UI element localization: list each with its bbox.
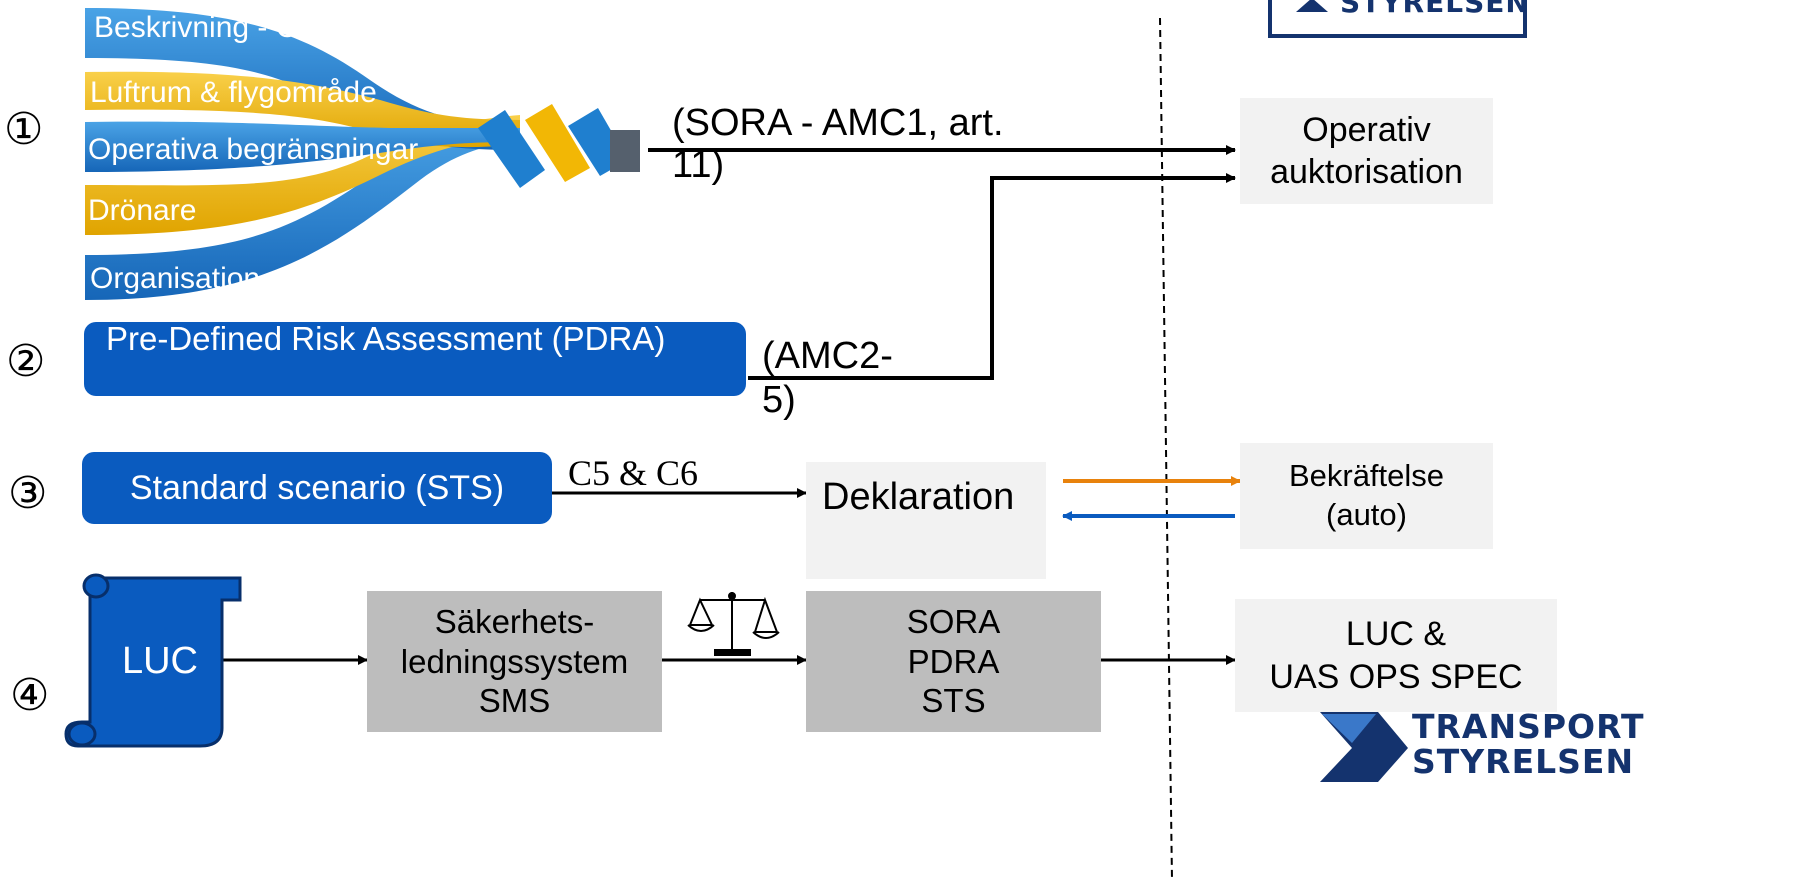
row-marker-2: ② xyxy=(6,336,46,387)
edge-label-c5c6: C5 & C6 xyxy=(568,453,699,493)
row-marker-3: ③ xyxy=(8,468,48,519)
strand-end xyxy=(610,130,640,172)
luc-spec-line2: UAS OPS SPEC xyxy=(1269,657,1523,696)
operativ-auktorisation-label: Operativ auktorisation xyxy=(1270,110,1463,192)
balance-scale-icon xyxy=(687,592,780,656)
top-logo-frame xyxy=(1268,0,1527,38)
strand-label-operativa: Operativa begränsningar xyxy=(88,133,419,166)
logo-line2: STYRELSEN xyxy=(1412,741,1635,781)
sms-box: Säkerhets- ledningssystem SMS xyxy=(367,591,662,732)
deklaration-label: Deklaration xyxy=(822,476,1015,518)
strand-label-luftrum: Luftrum & flygområde xyxy=(90,76,377,109)
dashed-separator xyxy=(1159,17,1173,881)
logo-line1: TRANSPORT xyxy=(1412,707,1645,746)
braided-strands xyxy=(85,8,640,300)
pdra-box: Pre-Defined Risk Assessment (PDRA) xyxy=(84,322,746,396)
sora-line1: SORA xyxy=(906,603,1001,641)
luc-spec-line1: LUC & xyxy=(1345,615,1447,653)
logo-mark xyxy=(1320,712,1408,782)
twist-ribbon-2 xyxy=(525,104,590,182)
row-marker-4: ④ xyxy=(10,670,50,721)
top-logo-text: STYRELSEN xyxy=(1340,0,1530,19)
strand-operativa xyxy=(85,121,520,172)
deklaration-box: Deklaration xyxy=(806,462,1046,579)
sora-line2: PDRA xyxy=(907,642,1000,680)
row-marker-1: ① xyxy=(4,104,44,155)
edge-label-amc: (AMC2-5) xyxy=(762,335,893,421)
operativ-auktorisation-box: Operativ auktorisation xyxy=(1240,98,1493,204)
sms-line2: ledningssystem xyxy=(400,642,629,680)
bekraftelse-box: Bekräftelse (auto) xyxy=(1240,443,1493,549)
sms-line3: SMS xyxy=(478,682,551,720)
bekraftelse-label: Bekräftelse (auto) xyxy=(1288,458,1445,532)
sora-pdra-sts-box: SORA PDRA STS xyxy=(806,591,1101,732)
edge-label-sora: (SORA - AMC1, art. 11) xyxy=(672,102,1004,186)
transportstyrelsen-logo: TRANSPORT STYRELSEN xyxy=(1412,707,1645,781)
sts-label: Standard scenario (STS) xyxy=(129,468,505,507)
pdra-label: Pre-Defined Risk Assessment (PDRA) xyxy=(106,322,666,357)
luc-scroll-shape xyxy=(64,573,242,748)
sora-line3: STS xyxy=(921,682,986,720)
strand-label-organisation: Organisation xyxy=(90,262,261,295)
luc-label: LUC xyxy=(121,640,199,682)
strand-label-dronare: Drönare xyxy=(88,194,197,227)
twist-ribbon-1 xyxy=(478,110,545,188)
luc-uas-ops-spec-box: LUC & UAS OPS SPEC xyxy=(1235,599,1557,712)
arrow-pdra-to-operativ xyxy=(748,173,1236,380)
sts-box: Standard scenario (STS) xyxy=(82,452,552,524)
strand-label-beskrivning: Beskrivning - ConOps xyxy=(94,11,386,44)
sms-line1: Säkerhets- xyxy=(434,603,595,641)
strand-organisation xyxy=(85,120,520,300)
